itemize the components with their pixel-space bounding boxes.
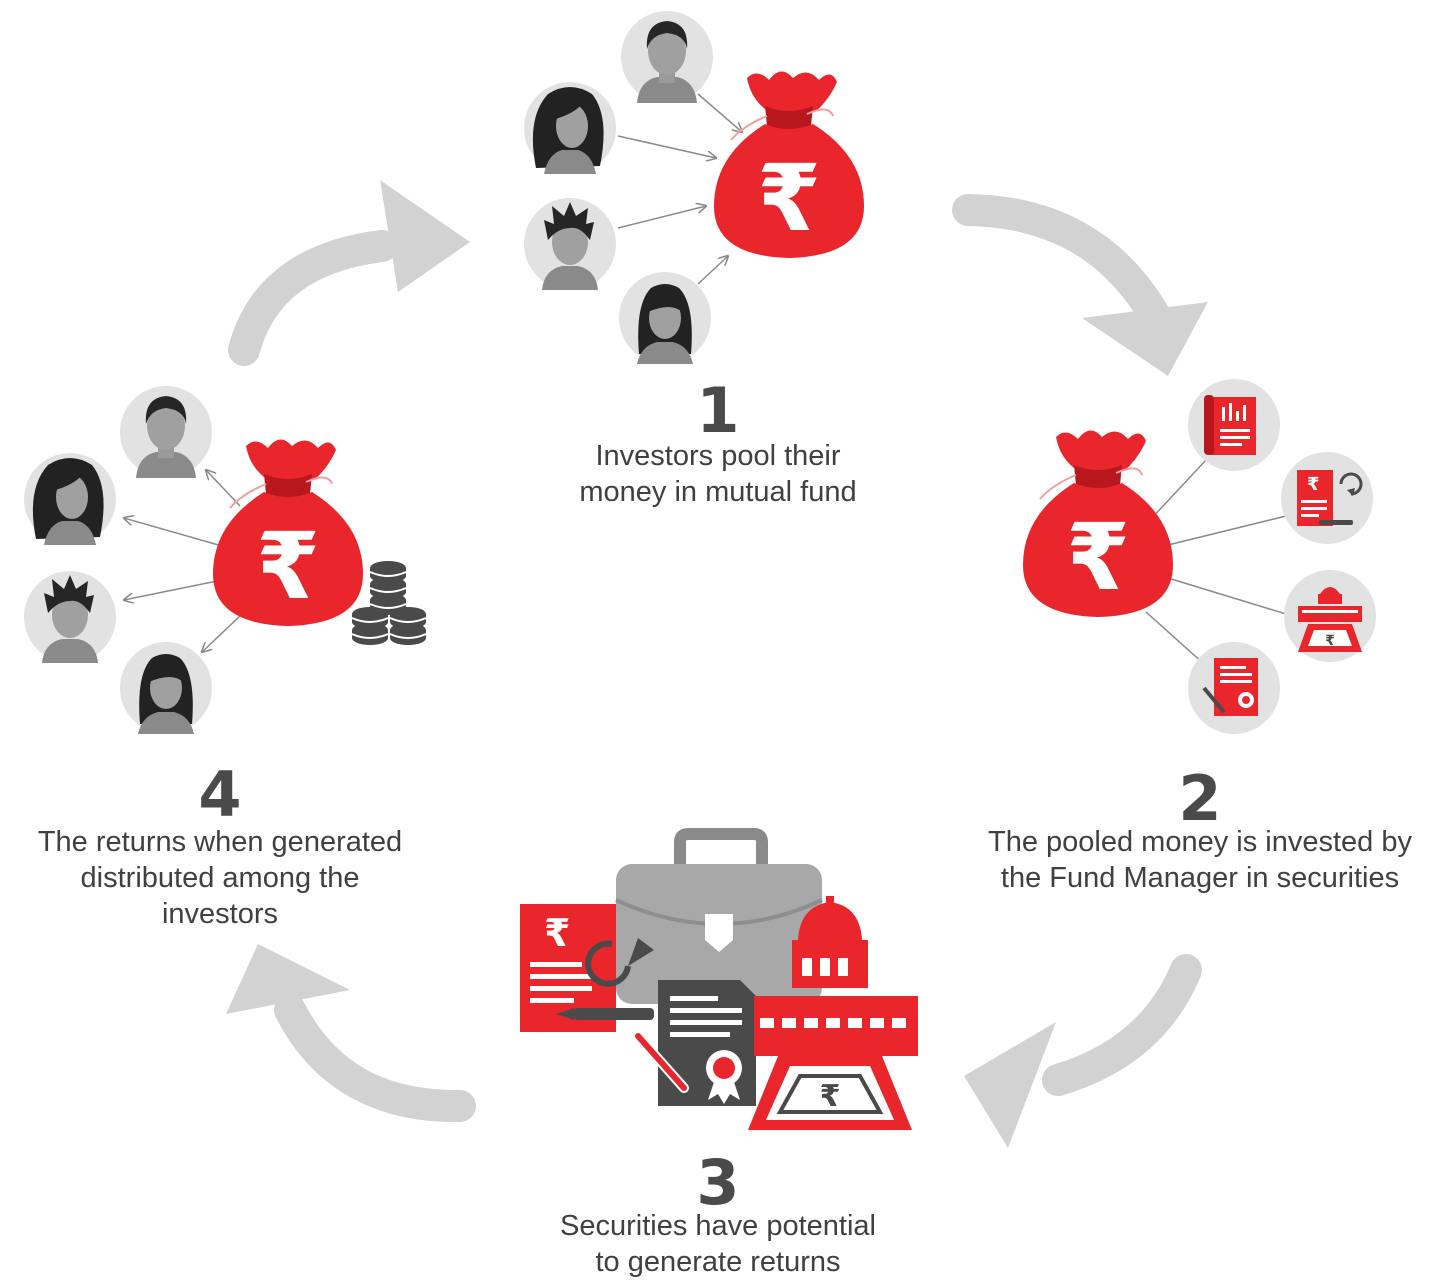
connector-line [1167, 577, 1287, 615]
investor-avatar-3 [24, 571, 116, 663]
step-1-description: Investors pool their money in mutual fun… [518, 438, 918, 510]
money-bag-icon [1022, 429, 1174, 618]
step-3-line-2: to generate returns [595, 1246, 841, 1278]
cycle-arrow-3-to-4 [226, 944, 476, 1123]
step3-securities-group: ₹ [520, 828, 918, 1130]
money-bag-icon [212, 438, 364, 627]
connector-line [1149, 459, 1207, 521]
bond-document-icon: ₹ [520, 904, 654, 1032]
svg-text:₹: ₹ [820, 1079, 841, 1114]
step-2-number: 2 [1178, 762, 1222, 835]
investor-avatar-1 [120, 386, 212, 478]
cycle-arrow-4-to-1 [228, 180, 470, 366]
step2-investment-group [1022, 379, 1376, 736]
cycle-arrow-1-to-2 [952, 194, 1208, 376]
step-1-line-2: money in mutual fund [579, 476, 857, 508]
step-4-number: 4 [198, 758, 242, 831]
report-icon [1188, 379, 1280, 471]
flow-arrow [617, 135, 716, 158]
step-3-number: 3 [696, 1146, 740, 1219]
step-4-line-1: The returns when generated [37, 826, 403, 858]
step-2-line-1: The pooled money is invested by [988, 826, 1412, 858]
investor-avatar-3 [524, 198, 616, 290]
investor-avatar-2 [524, 82, 616, 174]
step-3-line-1: Securities have potential [560, 1210, 876, 1242]
step-2-line-2: the Fund Manager in securities [1000, 862, 1400, 894]
step4-returns-group [24, 386, 427, 734]
svg-text:₹: ₹ [544, 911, 570, 955]
investor-avatar-4 [619, 272, 711, 364]
flow-arrow [202, 615, 241, 652]
step-3-description: Securities have potential to generate re… [518, 1208, 918, 1280]
step-1-number: 1 [696, 374, 740, 447]
bond-icon [1279, 450, 1375, 546]
certificate-icon [1186, 640, 1282, 736]
step-1-line-1: Investors pool their [595, 440, 841, 472]
step-4-line-3: investors [161, 898, 279, 930]
contract-document-icon [633, 980, 756, 1106]
flow-arrow [124, 518, 223, 547]
connector-line [1145, 611, 1205, 665]
investor-avatar-4 [120, 642, 212, 734]
stock-exchange-icon [1284, 570, 1376, 662]
investor-avatar-2 [24, 453, 116, 545]
step-4-line-2: distributed among the [80, 862, 360, 894]
flow-arrow [617, 206, 706, 229]
flow-arrow [697, 256, 728, 285]
connector-line [1167, 515, 1287, 546]
step1-investors-group [524, 11, 865, 364]
coins-icon [351, 560, 427, 646]
flow-arrow [124, 579, 223, 600]
step-2-description: The pooled money is invested by the Fund… [960, 824, 1440, 896]
step-4-description: The returns when generated distributed a… [10, 824, 430, 932]
money-bag-icon [713, 70, 865, 259]
flow-arrow [697, 93, 742, 132]
briefcase-icon [615, 828, 823, 1004]
investor-avatar-1 [621, 11, 713, 103]
stock-exchange-building-icon: ₹ [748, 896, 918, 1130]
flow-arrow [206, 470, 241, 507]
cycle-arrow-2-to-3 [964, 954, 1202, 1148]
